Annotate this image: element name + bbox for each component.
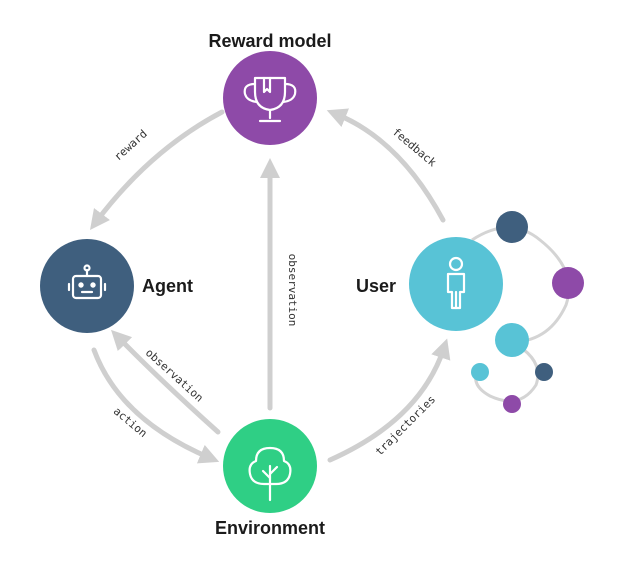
orbit-dot-purple-small (503, 395, 521, 413)
edge-trajectories (327, 338, 451, 463)
node-environment: Environment (215, 419, 325, 538)
edge-label-observation-vertical: observation (286, 254, 299, 327)
node-reward-model: Reward model (208, 31, 332, 145)
user-circle (409, 237, 503, 331)
edge-label-reward: reward (112, 127, 150, 163)
edge-feedback (326, 108, 446, 223)
person-icon (446, 256, 466, 310)
orbit-dot-purple (552, 267, 584, 299)
environment-label: Environment (215, 518, 325, 538)
edge-label-observation-diagonal: observation (143, 346, 206, 404)
edge-reward (89, 109, 225, 230)
edge-observation-env-agent (111, 329, 221, 435)
node-agent: Agent (40, 239, 193, 333)
orbit-dot-cyan (495, 323, 529, 357)
agent-label: Agent (142, 276, 193, 296)
edge-label-trajectories: trajectories (373, 393, 438, 458)
orbit-dot-cyan-small (471, 363, 489, 381)
tree-icon (248, 446, 292, 502)
orbit-dot-navy-small (535, 363, 553, 381)
user-orbit-decoration (471, 211, 584, 413)
edge-label-feedback: feedback (390, 125, 439, 169)
edge-action (91, 347, 220, 464)
reward-model-label: Reward model (208, 31, 331, 51)
user-label: User (356, 276, 396, 296)
orbit-dot-navy (496, 211, 528, 243)
trophy-icon (243, 76, 297, 123)
robot-icon (67, 264, 107, 300)
node-user: User (356, 237, 503, 331)
agent-circle (40, 239, 134, 333)
reward-model-circle (223, 51, 317, 145)
